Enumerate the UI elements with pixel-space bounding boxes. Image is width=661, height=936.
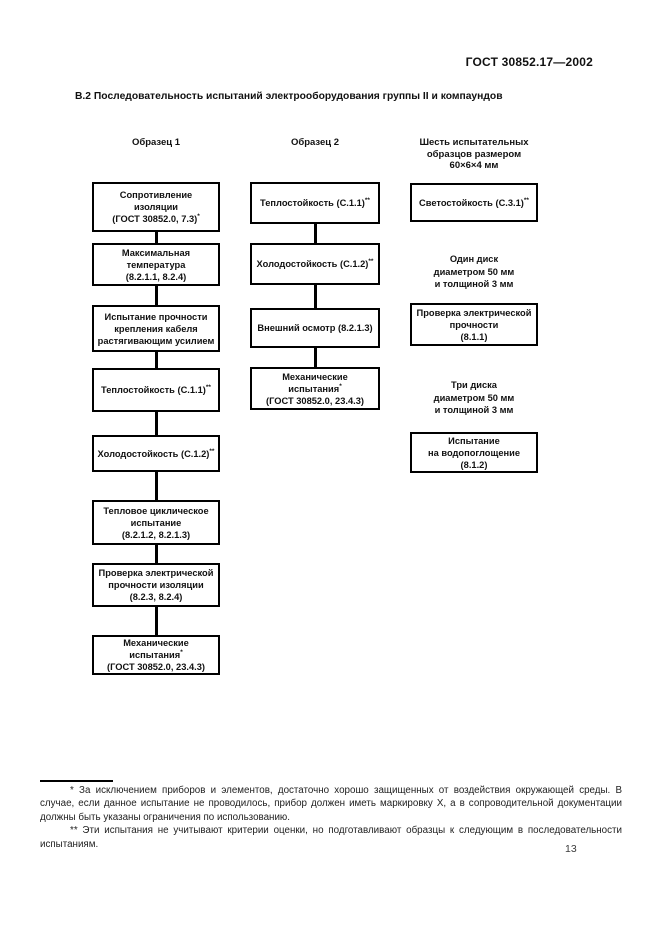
flow-box: Теплостойкость (С.1.1)** <box>92 368 220 412</box>
flow-box: Холодостойкость (С.1.2)** <box>92 435 220 472</box>
flow-connector <box>154 232 158 243</box>
column-header-1: Образец 1 <box>131 137 181 148</box>
footnote-1: * За исключением приборов и элементов, д… <box>40 785 622 823</box>
flow-box: Холодостойкость (С.1.2)** <box>250 243 380 285</box>
flow-connector <box>154 545 158 563</box>
footnote-2: ** Эти испытания не учитывают критерии о… <box>40 825 622 850</box>
flow-connector <box>154 352 158 368</box>
section-title: В.2 Последовательность испытаний электро… <box>75 91 503 102</box>
flow-connector <box>154 286 158 305</box>
footnote-separator <box>40 780 113 782</box>
flow-connector <box>313 285 317 308</box>
flow-connector <box>313 224 317 243</box>
footnotes: * За исключением приборов и элементов, д… <box>40 784 622 851</box>
flow-box: Механические испытания*(ГОСТ 30852.0, 23… <box>92 635 220 675</box>
flow-box: Теплостойкость (С.1.1)** <box>250 182 380 224</box>
flow-connector <box>313 348 317 367</box>
flow-connector <box>154 412 158 435</box>
flow-box: Светостойкость (С.3.1)** <box>410 183 538 222</box>
flow-box: Механические испытания*(ГОСТ 30852.0, 23… <box>250 367 380 410</box>
doc-code: ГОСТ 30852.17—2002 <box>465 55 593 69</box>
flow-box: Внешний осмотр (8.2.1.3) <box>250 308 380 348</box>
page-number: 13 <box>565 843 577 855</box>
column-header-2: Образец 2 <box>290 137 340 148</box>
flow-connector <box>154 472 158 500</box>
flow-connector <box>154 607 158 635</box>
